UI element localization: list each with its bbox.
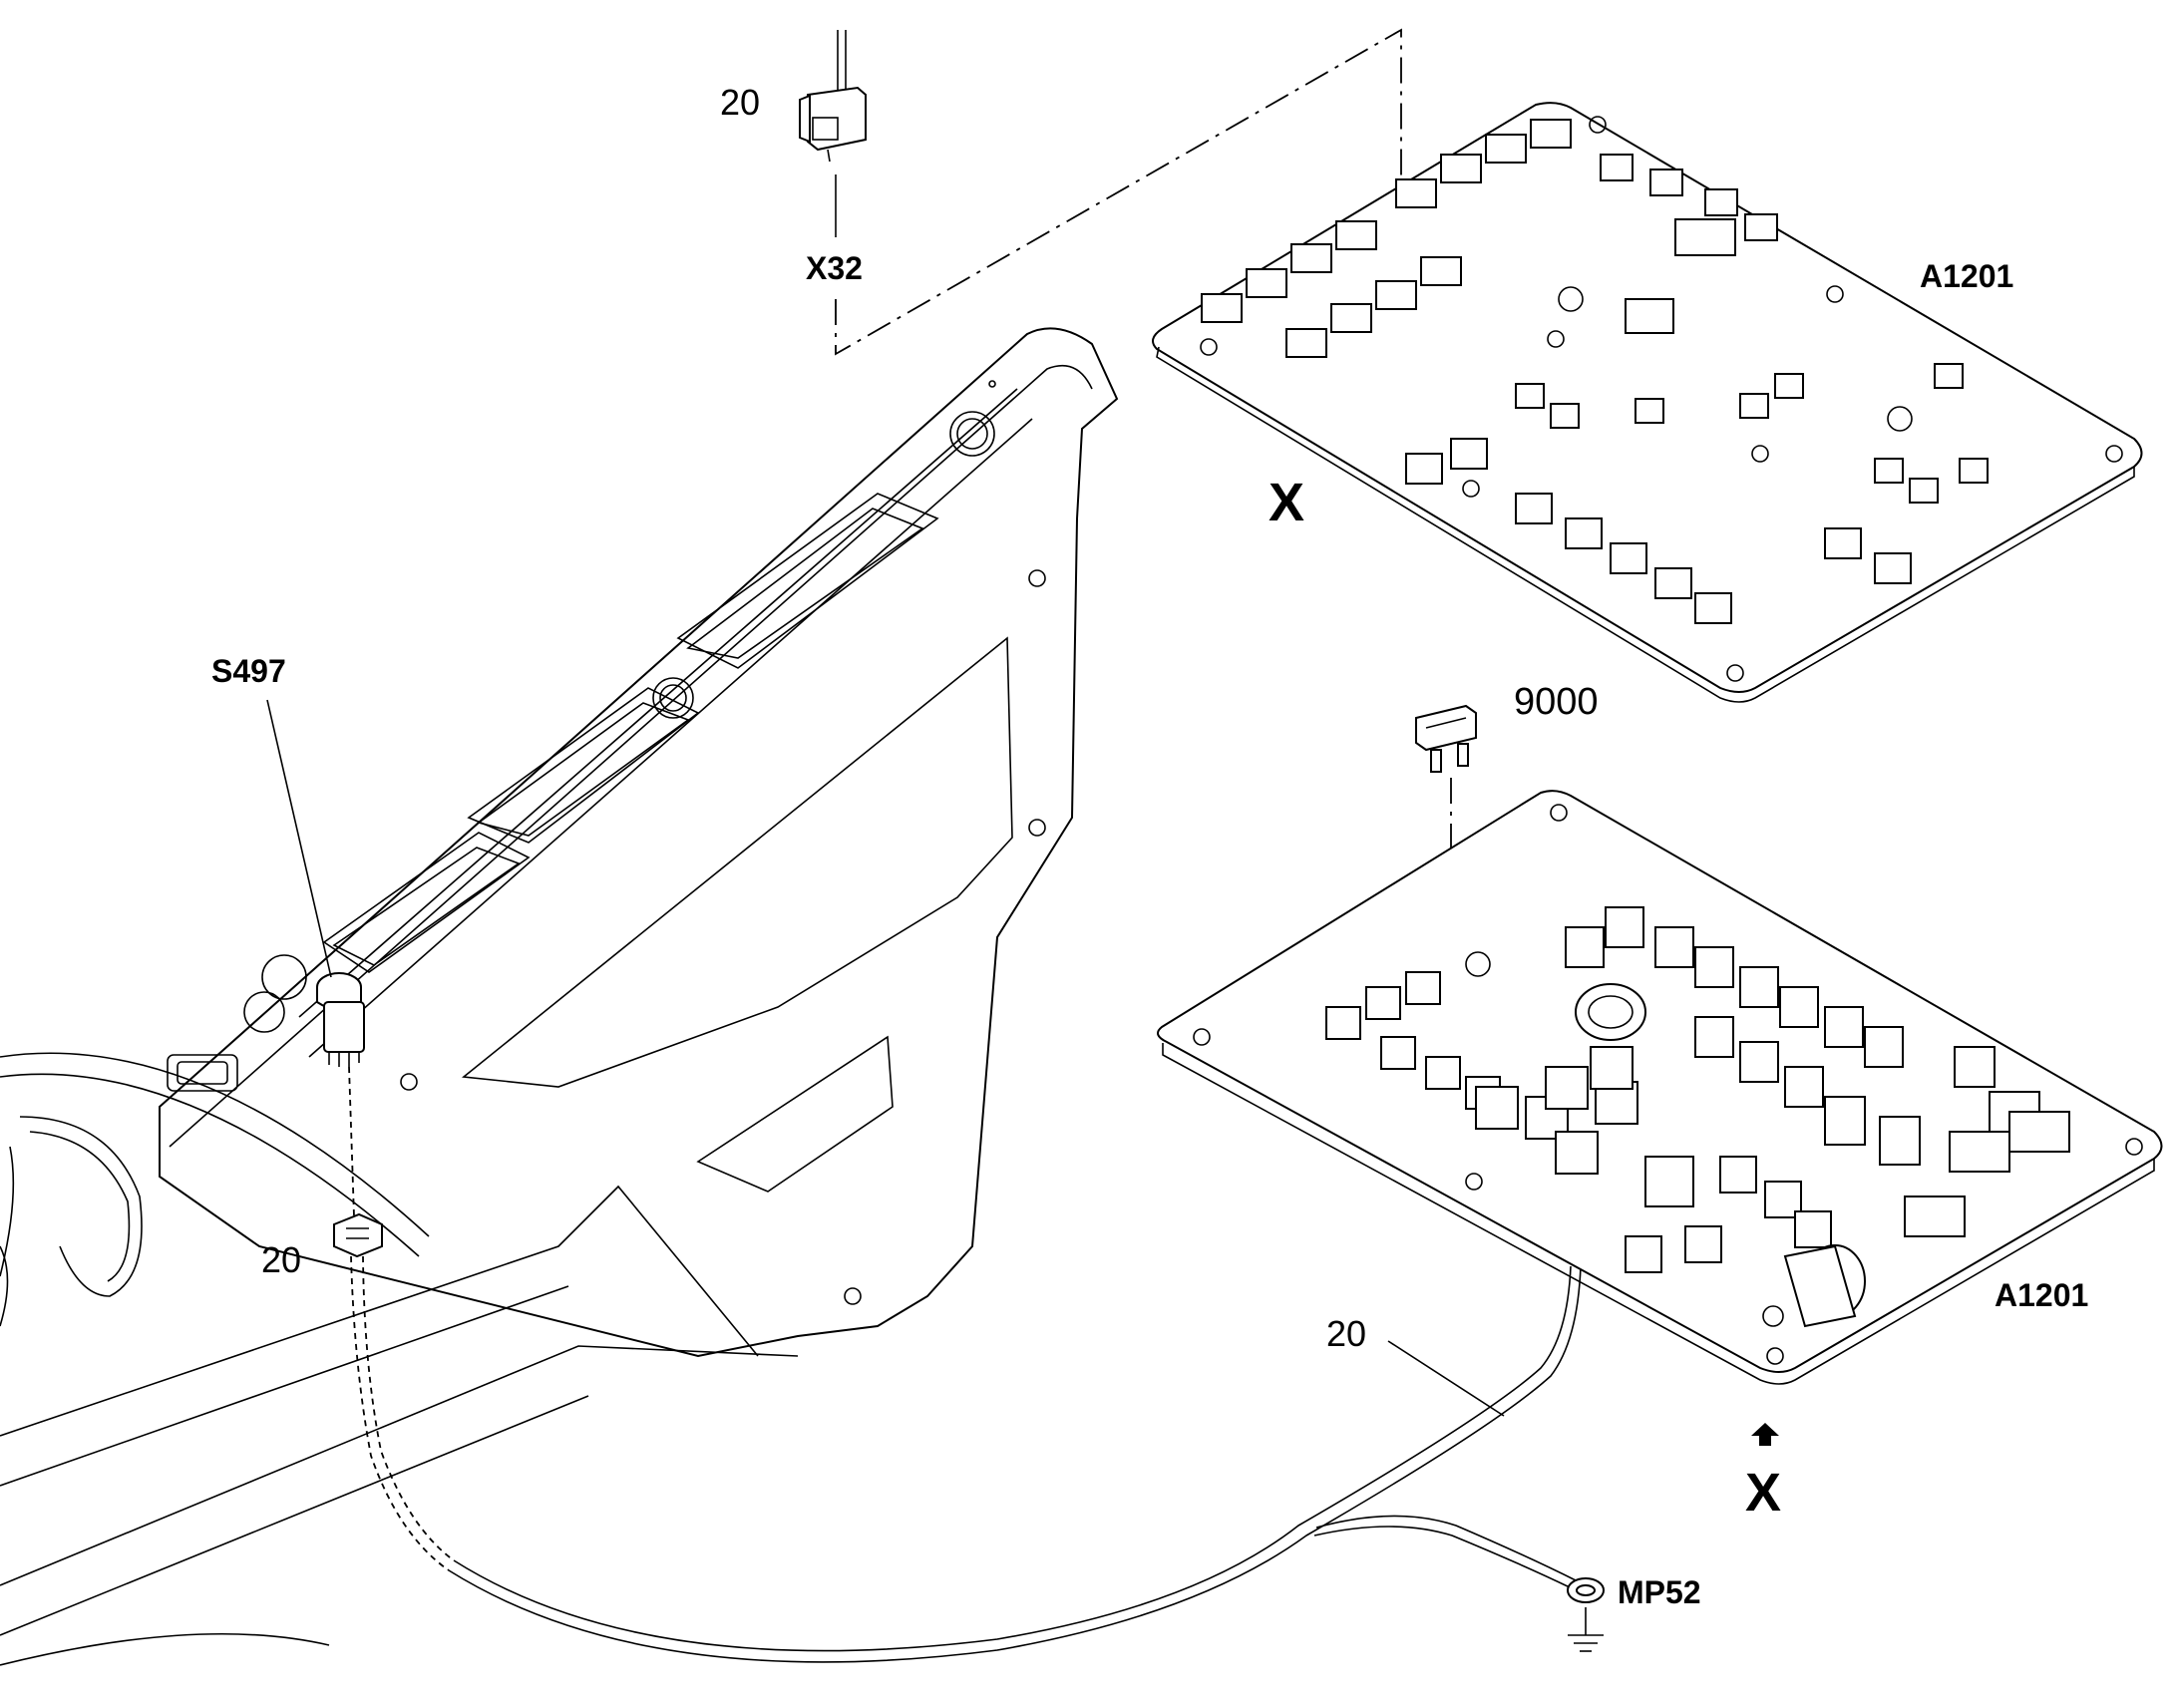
leader-s497	[266, 699, 332, 978]
connector-20-left	[333, 1212, 383, 1258]
dashboard-frame	[0, 327, 1119, 1666]
switch-s497	[316, 972, 365, 1067]
arrow-up-icon	[1751, 1423, 1779, 1446]
circuit-board-a1201-bottom	[1157, 790, 2163, 1385]
circuit-board-a1201-top	[1152, 102, 2143, 703]
label-mp52: MP52	[1618, 1574, 1701, 1610]
harness-wire-a	[448, 1265, 1582, 1663]
board-bottom-components	[1325, 906, 2070, 1328]
harness-dashed-left-b	[362, 1255, 455, 1561]
label-connector-quantity: 20	[261, 1239, 301, 1280]
ground-branch-wire-b	[1313, 1526, 1571, 1588]
label-view-x-bottom: X	[1745, 1463, 1781, 1523]
label-s497: S497	[211, 653, 286, 689]
connector-x32	[799, 30, 867, 163]
label-x32: X32	[806, 250, 863, 286]
label-harness-quantity: 20	[1326, 1313, 1366, 1354]
fuse-9000	[1415, 704, 1477, 773]
board-top-connectors	[1201, 119, 1989, 624]
dashdot-x32-to-a1201	[835, 28, 1402, 356]
dashed-s497-to-connector	[348, 1066, 355, 1217]
harness-wire-b	[453, 1265, 1572, 1652]
label-view-x-top: X	[1269, 473, 1304, 532]
ring-terminal-mp52	[1567, 1577, 1605, 1603]
label-x32-quantity: 20	[720, 82, 760, 123]
label-a1201-top: A1201	[1920, 258, 2013, 294]
label-fuse-9000: 9000	[1514, 681, 1599, 723]
label-a1201-bottom: A1201	[1995, 1277, 2088, 1313]
ground-branch-wire	[1315, 1515, 1577, 1581]
leader-harness-20	[1387, 1340, 1505, 1417]
ground-symbol-icon	[1568, 1607, 1604, 1652]
harness-dashed-left-a	[350, 1255, 450, 1571]
